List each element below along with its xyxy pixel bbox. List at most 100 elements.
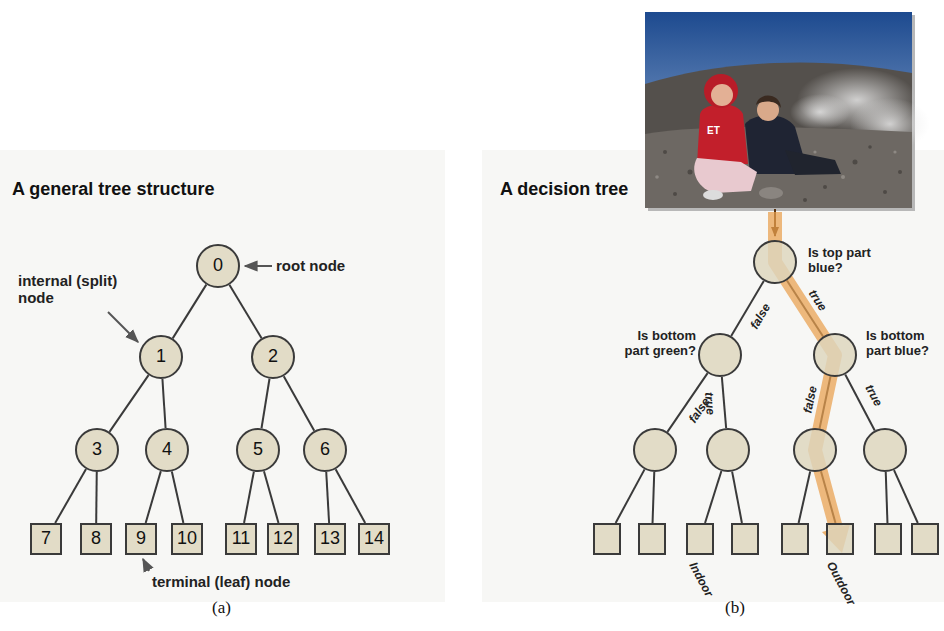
tree-edge — [109, 375, 148, 432]
panel-title: A decision tree — [500, 179, 628, 200]
tree-edge — [336, 469, 366, 523]
node-square — [912, 524, 938, 554]
annotation: internal (split) node — [18, 272, 118, 307]
node-circle — [76, 429, 118, 471]
tree-node-circle — [706, 428, 750, 472]
node-shape — [593, 523, 621, 555]
tree-node-circle: 2 — [251, 335, 295, 379]
tree-edge — [799, 471, 811, 523]
node-shape — [698, 333, 742, 377]
tree-node-circle: 3 — [75, 428, 119, 472]
tree-node-circle: 1 — [139, 335, 183, 379]
leaf-node-box: 8 — [80, 523, 112, 555]
node-shape — [781, 523, 809, 555]
node-number: 14 — [364, 529, 384, 549]
node-number: 5 — [253, 440, 263, 460]
panel-b-ground — [482, 150, 944, 602]
annotation: terminal (leaf) node — [152, 573, 290, 590]
tree-edge — [722, 377, 726, 428]
tree-edge — [162, 379, 165, 428]
panel-a-ground — [0, 150, 445, 602]
tree-node-circle: Is top part blue? — [753, 240, 797, 284]
tree-edge — [229, 285, 261, 338]
node-shape — [874, 523, 902, 555]
node-circle — [140, 336, 182, 378]
node-shape — [686, 523, 714, 555]
edge-label: true — [862, 382, 884, 408]
tree-edge — [616, 469, 645, 523]
edge-label: true — [806, 287, 829, 313]
node-circle — [864, 429, 906, 471]
shirt-print: ET — [707, 125, 720, 136]
node-square — [594, 524, 620, 554]
tree-node-circle: 6 — [303, 428, 347, 472]
node-circle — [707, 429, 749, 471]
tree-edge — [732, 472, 742, 523]
node-square — [315, 524, 345, 554]
node-number: 3 — [92, 440, 102, 460]
node-number: 4 — [162, 440, 172, 460]
tree-edge — [262, 379, 270, 429]
tree-edge — [55, 469, 86, 523]
leaf-node-box: 13 — [314, 523, 346, 555]
leaf-node-box: 10 — [171, 523, 203, 555]
tree-edge — [653, 472, 655, 523]
node-circle — [304, 429, 346, 471]
node-square — [732, 524, 758, 554]
tree-node-circle — [793, 428, 837, 472]
question-text: Is top part blue? — [808, 246, 882, 276]
tree-edge — [705, 471, 721, 523]
node-shape — [813, 333, 857, 377]
node-number: 2 — [268, 347, 278, 367]
node-shape — [793, 428, 837, 472]
tree-edge — [264, 471, 279, 523]
node-square — [81, 524, 111, 554]
edge-label: false — [748, 301, 773, 331]
node-square — [875, 524, 901, 554]
tree-edge — [244, 472, 254, 523]
node-square — [226, 524, 256, 554]
node-number: 9 — [136, 529, 146, 549]
node-circle — [699, 334, 741, 376]
photo — [645, 12, 930, 211]
leaf-node-box: 7 — [30, 523, 62, 555]
node-square — [687, 524, 713, 554]
node-shape — [826, 523, 854, 555]
annotation: root node — [276, 257, 345, 274]
node-shape — [753, 240, 797, 284]
node-square — [31, 524, 61, 554]
node-shape — [863, 428, 907, 472]
node-circle — [634, 429, 676, 471]
node-number: 13 — [320, 529, 340, 549]
node-number: 8 — [91, 529, 101, 549]
node-square — [639, 524, 665, 554]
node-shape — [911, 523, 939, 555]
node-square — [172, 524, 202, 554]
node-number: 11 — [232, 529, 251, 549]
panel-title: A general tree structure — [12, 179, 214, 200]
leader-arrow — [143, 559, 149, 571]
node-number: 0 — [213, 256, 223, 276]
panel-letter: (a) — [212, 598, 231, 618]
node-number: 10 — [177, 529, 197, 549]
leaf-node-box: Outdoor — [826, 523, 854, 555]
tree-edge — [284, 376, 315, 431]
leaf-node-box — [911, 523, 939, 555]
edge-label: false — [801, 385, 820, 414]
tree-node-circle — [633, 428, 677, 472]
node-circle — [146, 429, 188, 471]
question-text: Is bottom part green? — [614, 329, 696, 359]
panel-letter: (b) — [725, 598, 745, 618]
leaf-node-box: Indoor — [686, 523, 714, 555]
tree-edge — [172, 471, 184, 523]
leaf-node-box — [731, 523, 759, 555]
tree-node-circle: 5 — [236, 428, 280, 472]
node-circle — [252, 336, 294, 378]
node-square — [782, 524, 808, 554]
node-square — [268, 524, 298, 554]
tree-node-circle: 4 — [145, 428, 189, 472]
tree-node-circle: Is bottom part blue? — [813, 333, 857, 377]
tree-edge — [326, 472, 329, 523]
node-circle — [754, 241, 796, 283]
